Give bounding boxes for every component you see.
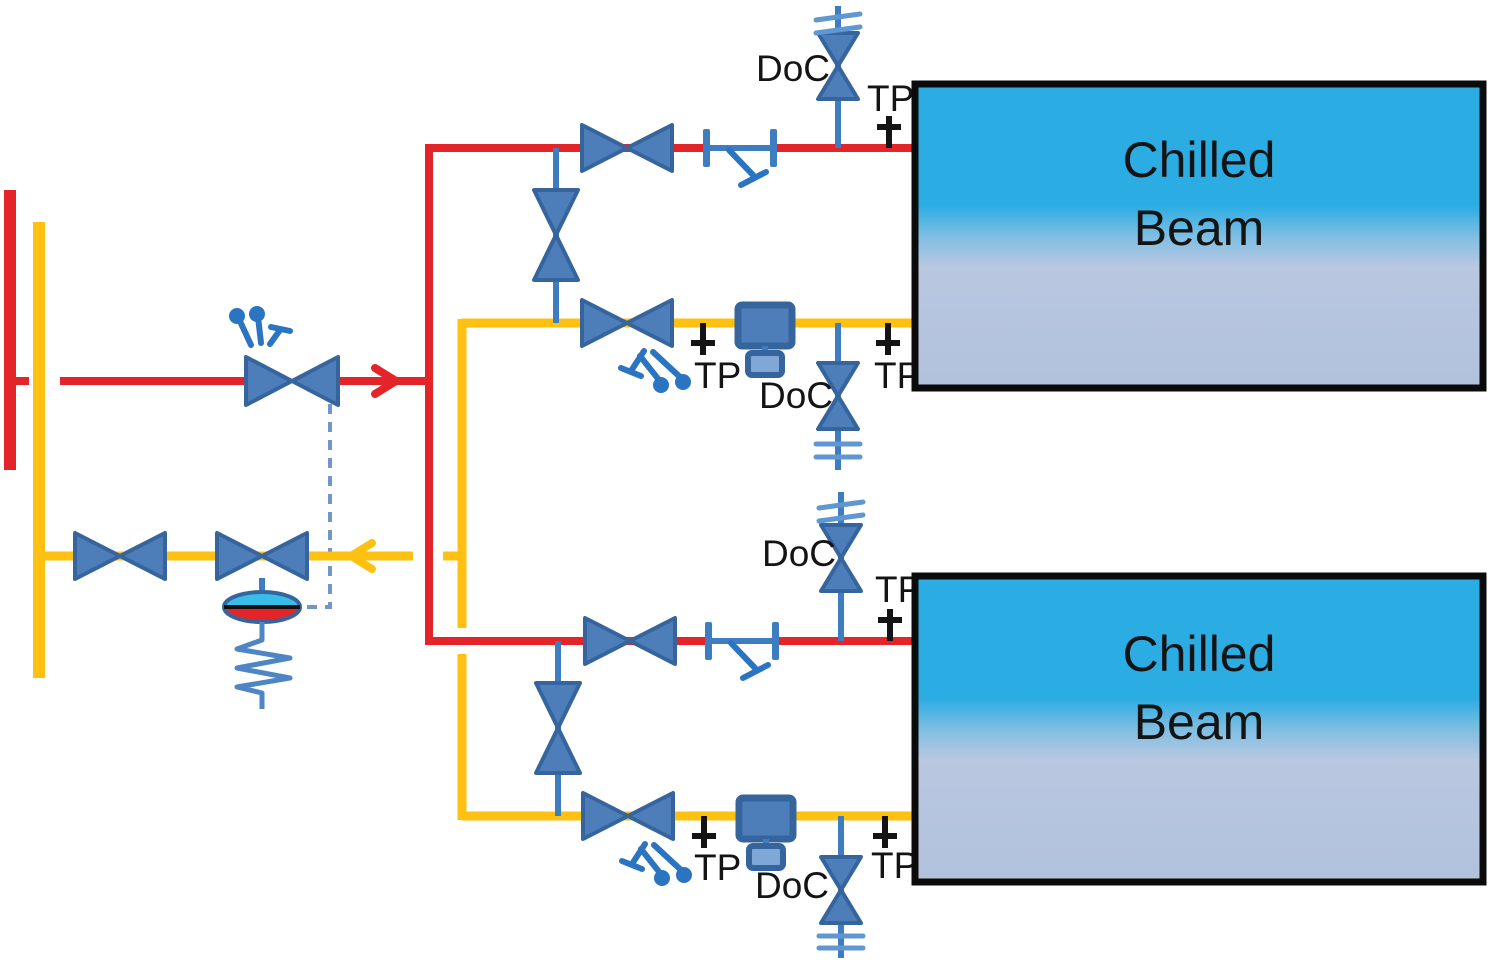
beam2-return-control-valve xyxy=(581,791,692,886)
beam2-return-test-point-2: TP xyxy=(871,816,918,886)
beam2-bypass xyxy=(534,641,582,816)
beam2-bypass-valve xyxy=(534,681,582,775)
supply-control-valve xyxy=(229,306,340,407)
beam1-bypass xyxy=(532,148,580,323)
tp-label: TP xyxy=(867,78,914,119)
valve-actuator-whiskers-icon xyxy=(229,306,290,345)
tp-label: TP xyxy=(871,845,918,886)
beam1-return-drain: DoC xyxy=(759,323,863,470)
chilled-beam-2: Chilled Beam xyxy=(911,572,1487,886)
dpcv-diaphragm-actuator-icon xyxy=(222,590,302,624)
tp-label: TP xyxy=(694,847,741,888)
beam2-return-test-point-1: TP xyxy=(692,816,741,888)
beam1-supply-isolation-valve xyxy=(580,123,674,173)
doc-label: DoC xyxy=(755,865,829,906)
beam1-supply-test-point: TP xyxy=(867,78,914,148)
capillary-dashed-line xyxy=(303,404,332,609)
beam1-bypass-valve xyxy=(532,188,580,282)
beam1-return-test-point-1: TP xyxy=(691,323,741,396)
return-isolation-valve xyxy=(73,531,167,581)
chilled-beam-1-label-line1: Chilled xyxy=(1123,132,1276,188)
supply-branch-pipe xyxy=(14,364,429,398)
doc-label: DoC xyxy=(756,48,830,89)
beam2-commissioning-set-icon xyxy=(705,622,779,678)
supply-flow-arrow xyxy=(371,364,400,398)
valve-actuator-whiskers-icon xyxy=(621,351,691,393)
beam2-supply-isolation-valve xyxy=(583,616,677,666)
tp-label: TP xyxy=(694,355,741,396)
beam2-energy-meter xyxy=(739,798,793,868)
chilled-beam-2-label-line1: Chilled xyxy=(1123,626,1276,682)
beam1-supply-drain: DoC xyxy=(756,6,863,148)
valve-actuator-whiskers-icon xyxy=(622,844,692,886)
beam1-energy-meter xyxy=(738,305,792,375)
chilled-beam-1: Chilled Beam xyxy=(911,80,1487,392)
chilled-beam-2-label-line2: Beam xyxy=(1134,694,1265,750)
doc-label: DoC xyxy=(762,533,836,574)
beam2-supply-drain: DoC xyxy=(762,492,866,641)
beam2-return-drain: DoC xyxy=(755,816,866,958)
beam1-commissioning-set-icon xyxy=(703,129,777,185)
dpcv-spring-icon xyxy=(234,622,293,709)
return-flow-arrow xyxy=(347,539,376,573)
beam1-return-control-valve xyxy=(580,298,691,393)
chilled-beam-1-label-line2: Beam xyxy=(1134,200,1265,256)
dpcv-valve xyxy=(215,531,309,709)
doc-label: DoC xyxy=(759,375,833,416)
